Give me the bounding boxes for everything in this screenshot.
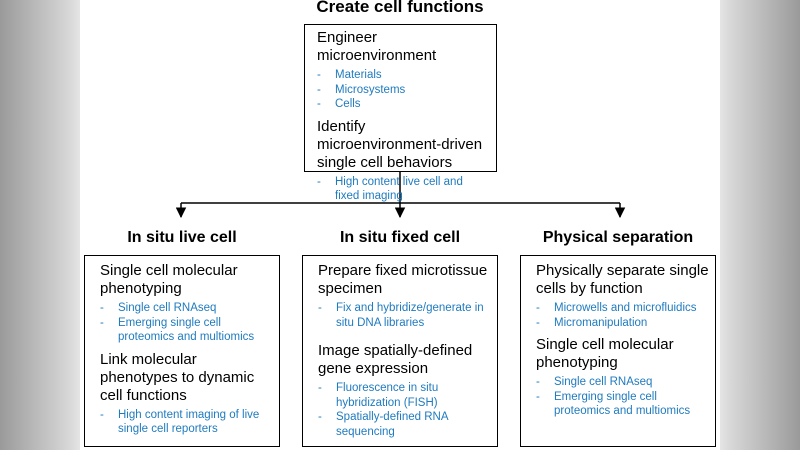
column-1-box: Single cell molecular phenotyping Single…: [84, 255, 280, 447]
column-2-section-2-list: Fluorescence in situ hybridization (FISH…: [318, 381, 491, 439]
column-3-section-2-list: Single cell RNAseq Emerging single cell …: [536, 375, 709, 419]
column-2-section-1-heading: Prepare fixed microtissue specimen: [318, 262, 488, 297]
column-3-box: Physically separate single cells by func…: [520, 255, 716, 447]
column-1-section-2-list: High content imaging of live single cell…: [100, 408, 273, 437]
list-item: Fluorescence in situ hybridization (FISH…: [318, 381, 491, 410]
list-item: Cells: [317, 97, 490, 112]
top-section-1-list: Materials Microsystems Cells: [317, 68, 490, 112]
top-section-2-heading: Identify microenvironment-driven single …: [317, 117, 483, 171]
top-section-2-list: High content live cell and fixed imaging: [317, 175, 490, 204]
column-1-section-2-heading: Link molecular phenotypes to dynamic cel…: [100, 350, 255, 404]
column-2-box: Prepare fixed microtissue specimen Fix a…: [302, 255, 498, 447]
top-box: Engineer microenvironment Materials Micr…: [304, 24, 497, 202]
column-3-title: Physical separation: [542, 229, 694, 246]
list-item: High content live cell and fixed imaging: [317, 175, 490, 204]
list-item: Microsystems: [317, 83, 490, 98]
list-item: Micromanipulation: [536, 316, 709, 331]
list-item: Single cell RNAseq: [100, 301, 273, 316]
list-item: Spatially-defined RNA sequencing: [318, 410, 491, 439]
column-3-section-1-heading: Physically separate single cells by func…: [536, 262, 709, 297]
column-1-section-1-list: Single cell RNAseq Emerging single cell …: [100, 301, 273, 345]
list-item: Materials: [317, 68, 490, 83]
list-item: Single cell RNAseq: [536, 375, 709, 390]
top-title: Create cell functions: [316, 0, 484, 16]
column-2-title: In situ fixed cell: [339, 229, 461, 246]
list-item: Fix and hybridize/generate in situ DNA l…: [318, 301, 491, 330]
column-1-section-1-heading: Single cell molecular phenotyping: [100, 262, 238, 297]
top-section-1-heading: Engineer microenvironment: [317, 29, 437, 64]
column-1-title: In situ live cell: [127, 229, 237, 246]
column-2-section-2-heading: Image spatially-defined gene expression: [318, 342, 473, 377]
column-3-section-1-list: Microwells and microfluidics Micromanipu…: [536, 301, 709, 330]
list-item: Emerging single cell proteomics and mult…: [100, 316, 273, 345]
column-2-section-1-list: Fix and hybridize/generate in situ DNA l…: [318, 301, 491, 330]
list-item: Microwells and microfluidics: [536, 301, 709, 316]
list-item: High content imaging of live single cell…: [100, 408, 273, 437]
list-item: Emerging single cell proteomics and mult…: [536, 390, 709, 419]
column-3-section-2-heading: Single cell molecular phenotyping: [536, 336, 674, 371]
